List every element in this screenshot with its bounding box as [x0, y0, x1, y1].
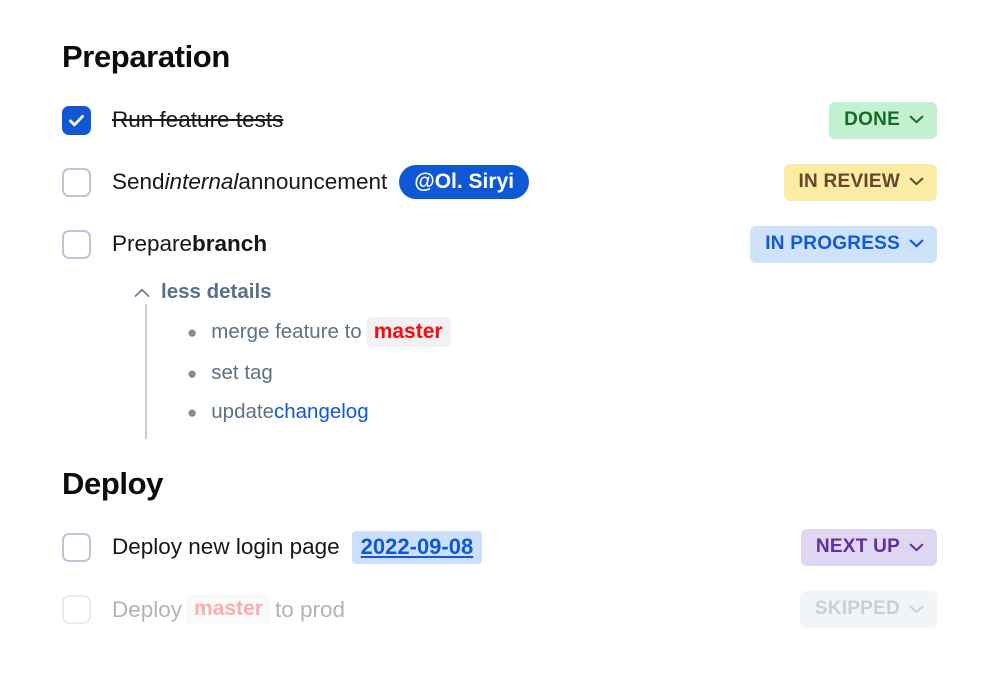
status-badge-next-up[interactable]: NEXT UP	[800, 529, 937, 567]
task-row[interactable]: Run feature tests DONE	[62, 98, 937, 142]
status-badge-label: IN PROGRESS	[765, 232, 900, 254]
task-text-before: Send	[112, 169, 165, 195]
chevron-down-icon	[909, 543, 924, 552]
checkbox-send-internal-announcement[interactable]	[62, 167, 91, 197]
status-badge-done[interactable]: DONE	[829, 101, 937, 139]
task-label-prepare-branch: Prepare branch	[112, 230, 267, 258]
detail-text: merge feature to master	[211, 317, 454, 348]
bullet-icon: ●	[187, 322, 198, 342]
detail-text: set tag	[211, 361, 273, 386]
task-label-run-feature-tests: Run feature tests	[112, 106, 283, 134]
list-item: ● merge feature to master	[187, 310, 937, 354]
task-text-emphasis: internal	[164, 169, 239, 195]
date-chip[interactable]: 2022-09-08	[351, 530, 483, 565]
chevron-down-icon	[909, 239, 924, 248]
detail-text-before: update	[211, 399, 274, 423]
status-badge-label: SKIPPED	[814, 598, 900, 620]
detail-text: update changelog	[211, 400, 368, 425]
task-label-deploy-master-prod: Deploy master to prod	[112, 594, 345, 625]
status-badge-in-review[interactable]: IN REVIEW	[783, 163, 937, 201]
status-badge-label: DONE	[844, 108, 900, 130]
status-badge-in-progress[interactable]: IN PROGRESS	[750, 225, 937, 263]
task-text-before: Deploy	[112, 596, 183, 622]
task-text-after: to prod	[274, 596, 345, 622]
task-details-block: less details ● merge feature to master ●…	[62, 280, 937, 440]
list-item: ● update changelog	[187, 393, 937, 432]
chevron-down-icon	[909, 605, 924, 614]
checkbox-deploy-master-prod[interactable]	[62, 595, 91, 625]
section-heading-deploy: Deploy	[62, 466, 163, 502]
section-heading-preparation: Preparation	[62, 39, 230, 74]
task-row[interactable]: Prepare branch IN PROGRESS	[62, 222, 937, 266]
details-toggle-label: less details	[161, 280, 272, 304]
check-icon	[69, 114, 84, 126]
bullet-icon: ●	[187, 402, 198, 422]
details-toggle-less-details[interactable]: less details	[112, 280, 272, 304]
task-label-deploy-login-page: Deploy new login page 2022-09-08	[112, 530, 483, 565]
link-changelog[interactable]: changelog	[273, 399, 369, 423]
mention-chip[interactable]: @Ol. Siryi	[399, 164, 530, 200]
checkbox-deploy-login-page[interactable]	[62, 533, 91, 563]
chevron-down-icon	[909, 177, 924, 186]
task-row[interactable]: Send internal announcement @Ol. Siryi IN…	[62, 160, 937, 204]
detail-text-before: set tag	[211, 361, 273, 385]
task-text-after: announcement	[238, 169, 388, 195]
checklist-content: Preparation Run feature tests DONE	[62, 39, 937, 632]
status-badge-label: IN REVIEW	[798, 170, 900, 192]
status-badge-label: NEXT UP	[815, 536, 900, 558]
task-text-before: Prepare	[112, 231, 193, 257]
chevron-down-icon	[909, 115, 924, 124]
task-row[interactable]: Deploy new login page 2022-09-08 NEXT UP	[62, 526, 937, 570]
task-text-strong: branch	[192, 231, 268, 257]
checkbox-prepare-branch[interactable]	[62, 229, 91, 259]
status-badge-skipped[interactable]: SKIPPED	[799, 591, 937, 629]
chevron-up-icon	[134, 280, 150, 304]
checkbox-run-feature-tests[interactable]	[62, 105, 91, 135]
task-label-send-internal-announcement: Send internal announcement @Ol. Siryi	[112, 164, 530, 200]
details-list: ● merge feature to master ● set tag ● up…	[145, 304, 937, 440]
bullet-icon: ●	[187, 364, 198, 384]
task-text: Run feature tests	[112, 107, 284, 133]
task-row[interactable]: Deploy master to prod SKIPPED	[62, 588, 937, 632]
code-chip-master: master	[186, 594, 271, 625]
code-chip-master: master	[365, 317, 451, 348]
list-item: ● set tag	[187, 354, 937, 393]
task-text: Deploy new login page	[112, 534, 340, 560]
detail-text-before: merge feature to	[211, 319, 362, 343]
